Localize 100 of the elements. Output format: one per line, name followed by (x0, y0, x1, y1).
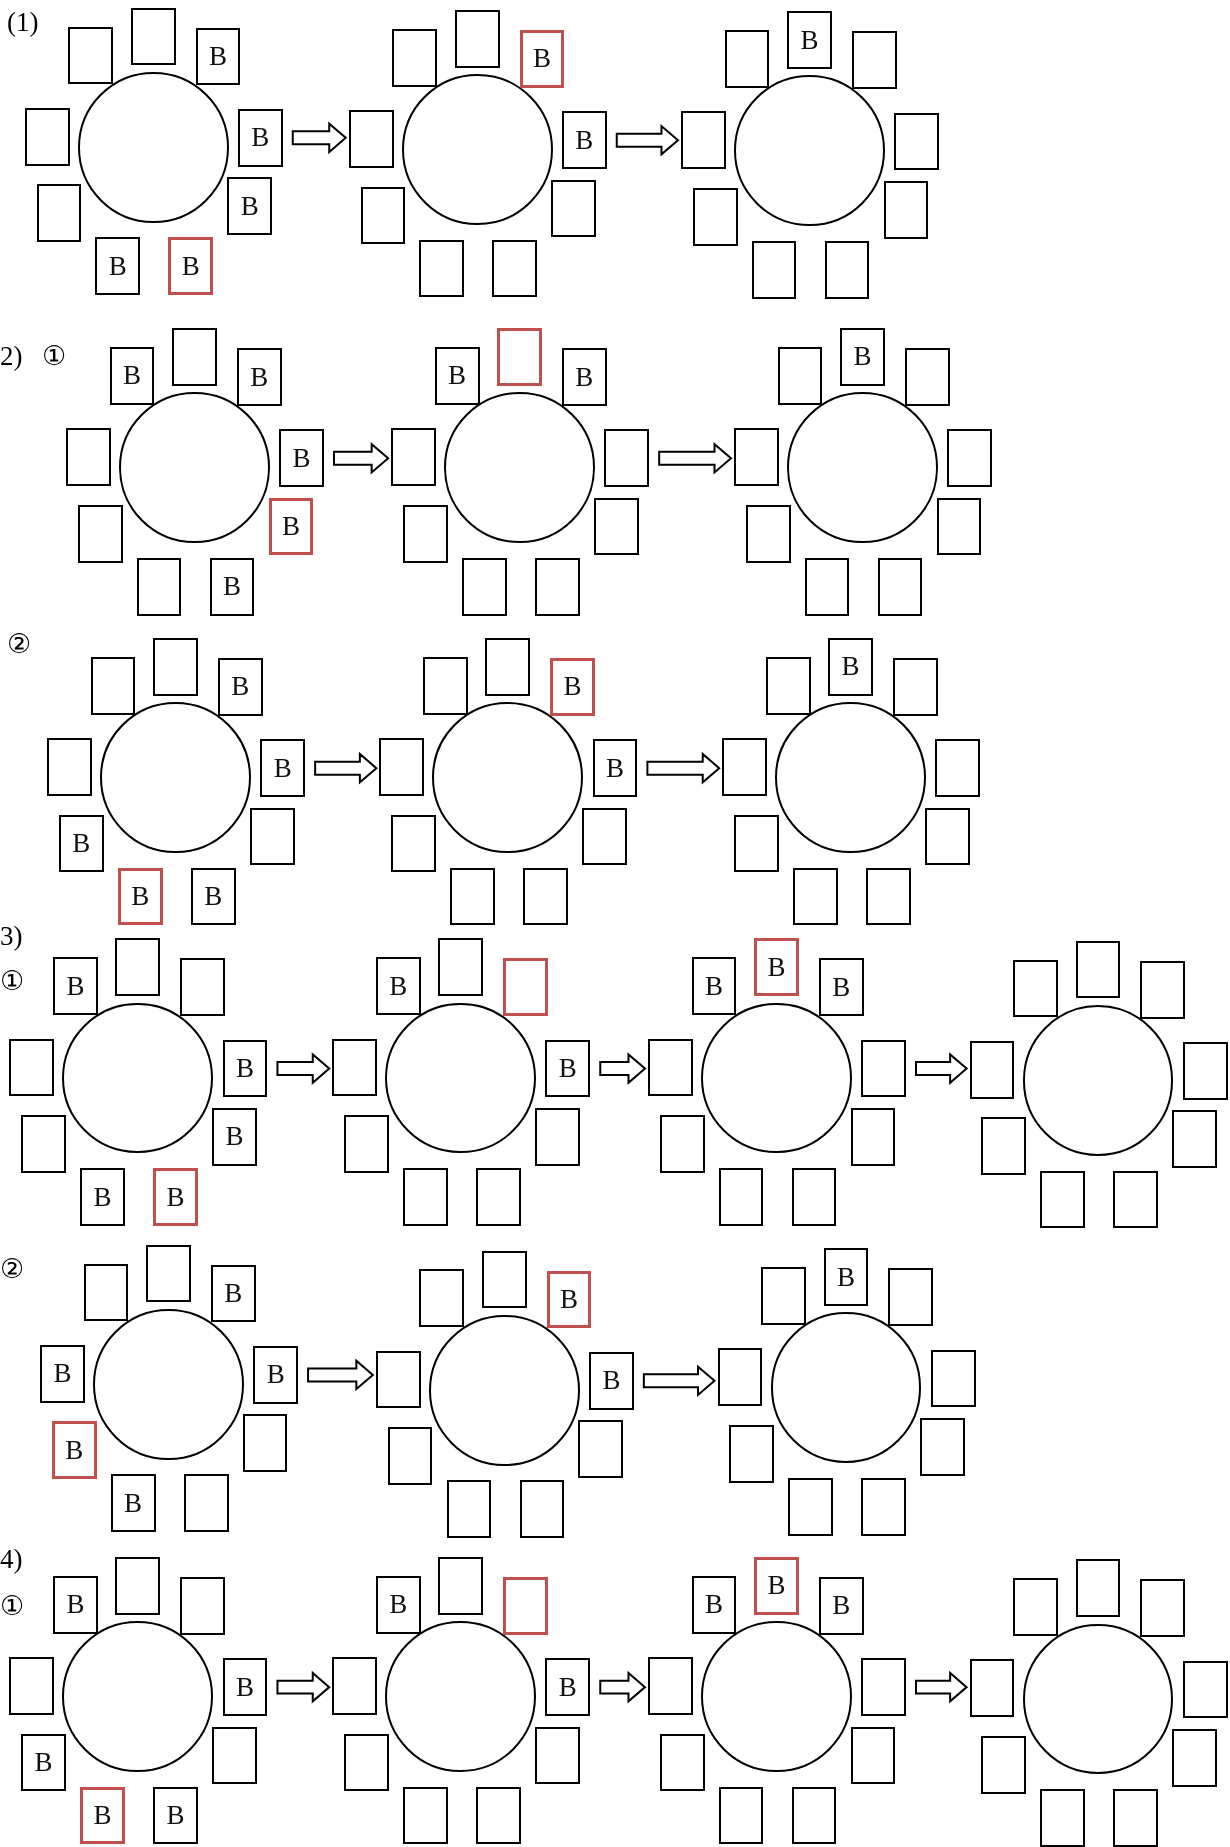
block-arrow (915, 1670, 969, 1704)
box-letter: B (853, 341, 872, 373)
box-node (592, 739, 638, 797)
box-node (792, 867, 838, 926)
block-arrow (658, 442, 733, 475)
box-node (1075, 1559, 1121, 1617)
box-node (729, 1425, 775, 1483)
box-node (604, 429, 650, 488)
box-node (754, 1556, 799, 1615)
box-node (751, 240, 797, 299)
box-letter: B (558, 1053, 577, 1085)
box-node (861, 1039, 906, 1098)
box-node (503, 1576, 548, 1635)
box-node (227, 177, 273, 236)
box-node (1113, 1789, 1159, 1847)
box-letter: B (767, 1570, 786, 1602)
box-node (546, 1270, 592, 1329)
box-node (77, 504, 123, 563)
box-node (391, 428, 436, 486)
box-node (260, 739, 306, 797)
box-letter: B (208, 41, 227, 73)
box-node (761, 1267, 806, 1325)
box-node (550, 658, 595, 716)
box-node (545, 1039, 591, 1098)
box-letter: B (236, 1671, 255, 1703)
box-node (402, 1786, 448, 1845)
box-node (1182, 1042, 1228, 1100)
box-node (130, 7, 176, 66)
box-node (840, 328, 885, 386)
box-node (80, 1786, 125, 1845)
box-letter: B (389, 970, 408, 1002)
box-node (865, 867, 911, 926)
box-node (534, 557, 580, 616)
step-label: 2) (0, 342, 23, 370)
box-node (392, 28, 438, 87)
box-node (648, 1657, 693, 1715)
box-node (53, 957, 98, 1015)
box-letter: B (53, 1358, 72, 1390)
box-node (212, 1726, 257, 1785)
box-node (51, 1421, 97, 1480)
box-node (791, 1168, 837, 1226)
box-node (947, 429, 992, 488)
box-node (1013, 1578, 1058, 1636)
step-label: ② (0, 1255, 24, 1283)
box-node (238, 108, 283, 167)
box-node (387, 1427, 433, 1486)
box-node (519, 1480, 565, 1539)
box-node (818, 958, 864, 1017)
box-letter: B (181, 250, 200, 282)
box-node (195, 27, 241, 86)
box-node (24, 107, 70, 166)
box-node (724, 30, 770, 88)
box-node (877, 557, 923, 616)
step-label: (1) (7, 9, 39, 37)
box-letter: B (124, 1487, 143, 1519)
box-letter: B (563, 671, 582, 703)
box-letter: B (266, 1359, 285, 1391)
box-node (110, 1474, 156, 1533)
box-node (146, 1244, 191, 1303)
box-node (492, 239, 538, 298)
box-node (1172, 1728, 1218, 1787)
box-letter: B (273, 752, 292, 784)
box-node (722, 738, 767, 796)
box-node (551, 179, 597, 238)
box-node (279, 429, 324, 488)
box-letter: B (223, 571, 242, 603)
box-node (981, 1736, 1027, 1794)
box-node (446, 1480, 492, 1539)
box-node (80, 1168, 125, 1226)
box-node (888, 1268, 934, 1326)
box-node (534, 1108, 580, 1166)
box-node (210, 1264, 256, 1323)
box-node (589, 1351, 634, 1410)
box-node (935, 739, 981, 797)
box-node (183, 1474, 229, 1533)
box-letter: B (93, 1800, 112, 1832)
box-node (47, 738, 92, 796)
box-node (883, 180, 929, 239)
box-node (734, 428, 779, 486)
box-node (718, 1786, 764, 1845)
box-node (851, 31, 897, 89)
box-node (180, 1576, 225, 1635)
box-node (450, 867, 495, 926)
box-letter: B (575, 361, 594, 393)
box-node (222, 1039, 268, 1098)
block-arrow (276, 1052, 331, 1085)
box-letter: B (767, 951, 786, 983)
box-node (53, 1575, 98, 1634)
box-letter: B (251, 122, 270, 154)
box-node (754, 938, 799, 997)
box-node (692, 187, 738, 246)
box-node (475, 1168, 521, 1226)
box-letter: B (832, 1590, 851, 1622)
box-letter: B (532, 43, 551, 75)
box-node (818, 1576, 864, 1635)
box-node (375, 1575, 421, 1634)
box-node (332, 1038, 377, 1097)
box-node (691, 1575, 737, 1634)
box-node (344, 1733, 389, 1792)
block-arrow (915, 1052, 969, 1085)
